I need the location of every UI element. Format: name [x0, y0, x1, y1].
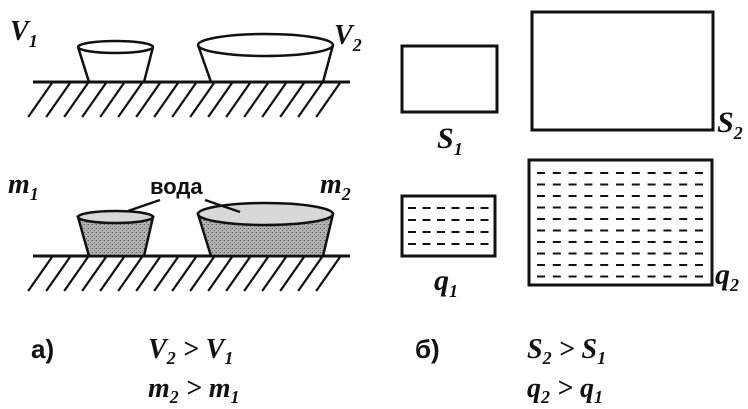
hatch-mark — [261, 256, 287, 292]
hatch-mark — [225, 256, 251, 292]
hatch-mark — [207, 82, 233, 118]
relation-volume: V2 > V1 — [148, 334, 233, 368]
hatch-mark — [225, 82, 251, 118]
relation-mass: m2 > m1 — [148, 373, 240, 407]
hatch-mark — [279, 256, 305, 292]
hatch-mark — [261, 82, 287, 118]
hatch-mark — [171, 256, 197, 292]
hatch-mark — [189, 82, 215, 118]
label-m1: m1 — [8, 169, 39, 204]
relation-charge: q2 > q1 — [527, 373, 603, 407]
ground-bottom-hatching — [27, 256, 341, 292]
hatch-mark — [99, 82, 125, 118]
vessel-large-water — [196, 201, 335, 258]
plate-large-charged — [527, 158, 714, 287]
hatch-mark — [315, 82, 341, 118]
hatch-mark — [171, 82, 197, 118]
hatch-mark — [153, 256, 179, 292]
water-pointer-right — [204, 198, 241, 214]
charge-marks-large — [537, 172, 703, 278]
hatch-mark — [297, 82, 323, 118]
hatch-mark — [63, 256, 89, 292]
hatch-mark — [81, 256, 107, 292]
hatch-mark — [81, 82, 107, 118]
ground-bottom — [27, 254, 350, 292]
hatch-mark — [117, 82, 143, 118]
label-s1: S1 — [437, 122, 463, 159]
water-label: вода — [150, 174, 203, 199]
hatch-mark — [27, 82, 53, 118]
relation-area: S2 > S1 — [527, 334, 606, 368]
ground-top-hatching — [27, 82, 341, 118]
hatch-mark — [207, 256, 233, 292]
hatch-mark — [243, 82, 269, 118]
hatch-mark — [297, 256, 323, 292]
water-pointer-left — [127, 198, 161, 213]
hatch-mark — [189, 256, 215, 292]
plate-large-empty — [530, 10, 715, 132]
vessel-large-empty — [196, 32, 335, 84]
hatch-mark — [315, 256, 341, 292]
charge-marks-small — [408, 207, 489, 245]
hatch-mark — [45, 82, 71, 118]
hatch-mark — [135, 82, 161, 118]
label-q2: q2 — [715, 258, 739, 295]
label-q1: q1 — [434, 264, 458, 301]
label-v2: V2 — [334, 20, 362, 55]
plate-small-charged — [400, 194, 497, 258]
hatch-mark — [99, 256, 125, 292]
label-v1: V1 — [10, 16, 38, 51]
panel-b-label: б) — [415, 334, 440, 364]
label-s2: S2 — [717, 106, 743, 143]
hatch-mark — [279, 82, 305, 118]
hatch-mark — [63, 82, 89, 118]
hatch-mark — [153, 82, 179, 118]
plate-small-empty — [400, 44, 499, 114]
hatch-mark — [243, 256, 269, 292]
hatch-mark — [135, 256, 161, 292]
ground-top — [27, 80, 350, 118]
hatch-mark — [45, 256, 71, 292]
vessel-small-water — [76, 209, 155, 258]
vessel-small-empty — [76, 39, 155, 84]
label-m2: m2 — [320, 169, 351, 204]
panel-a-label: а) — [31, 334, 54, 364]
hatch-mark — [27, 256, 53, 292]
hatch-mark — [117, 256, 143, 292]
